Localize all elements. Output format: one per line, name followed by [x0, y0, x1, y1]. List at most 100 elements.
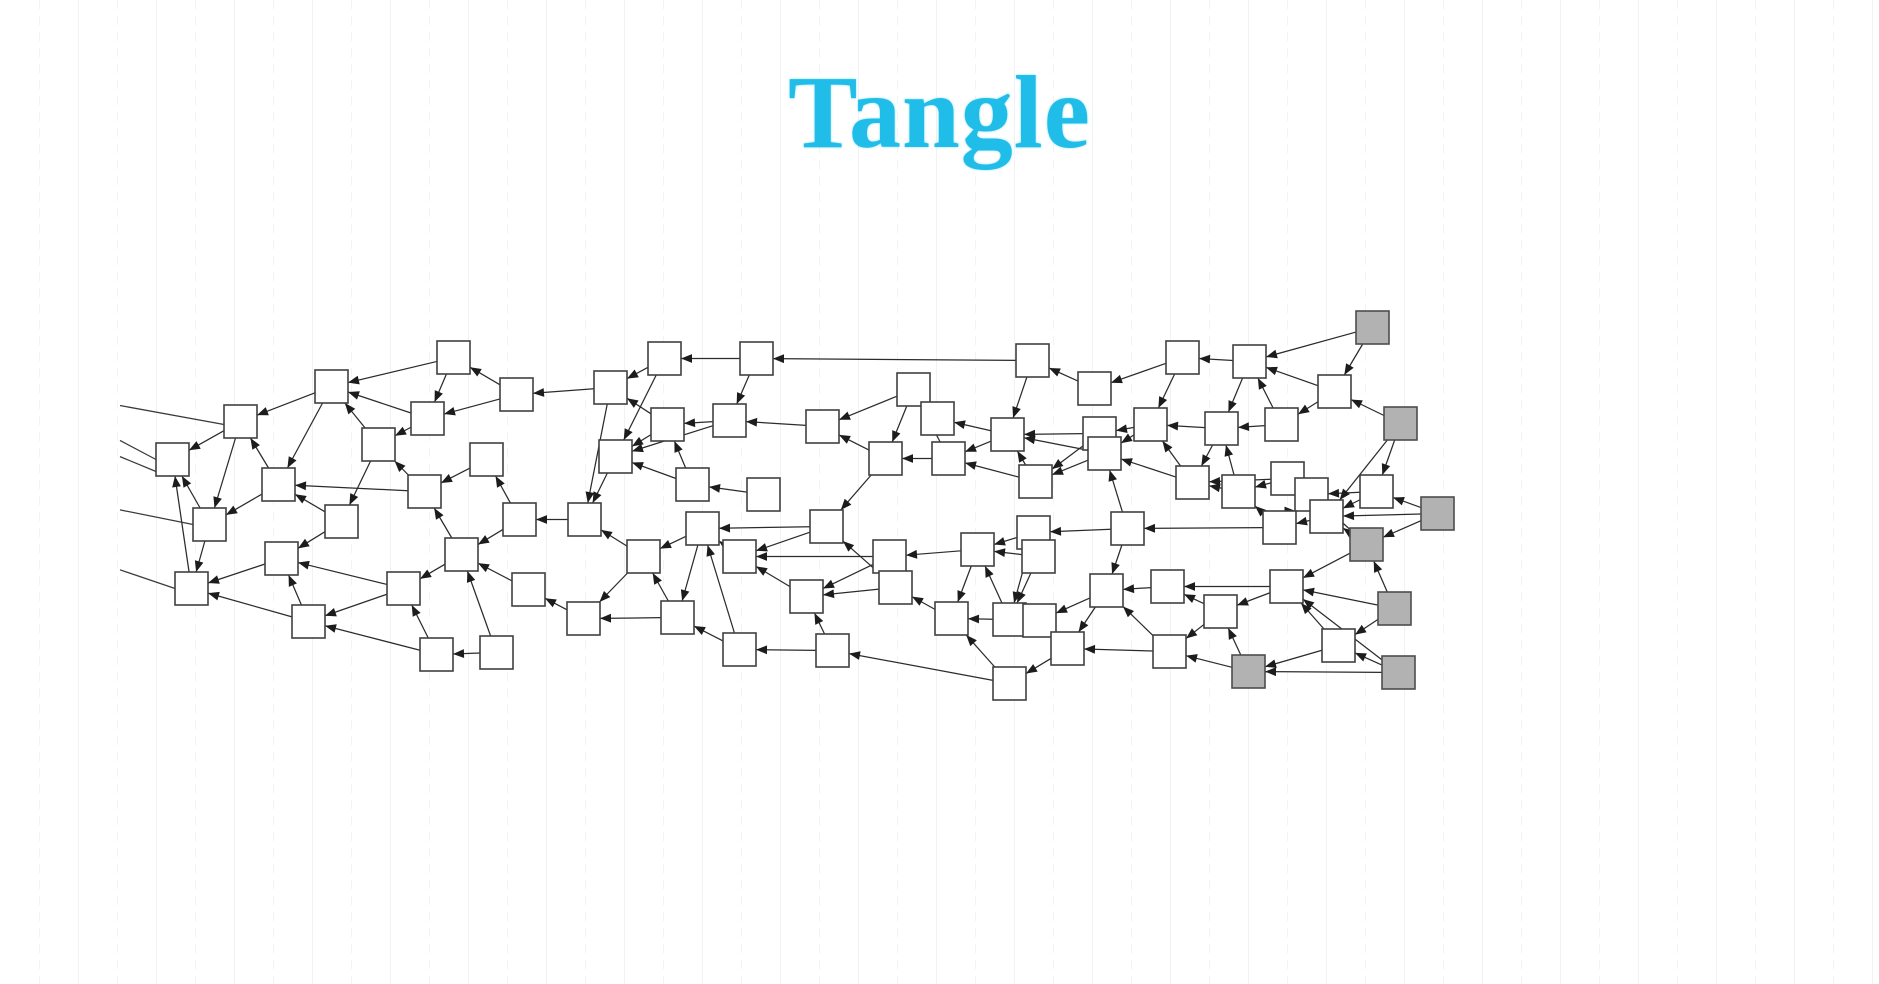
- edge-arrowhead: [627, 369, 639, 379]
- edge-arrowhead: [1383, 528, 1395, 538]
- edge-arrowhead: [1144, 523, 1156, 533]
- graph-edge: [213, 437, 237, 509]
- edge-arrowhead: [1255, 480, 1267, 489]
- graph-edge: [1264, 670, 1383, 674]
- graph-node-confirmed: [291, 604, 326, 639]
- edge-arrowhead: [968, 614, 980, 624]
- graph-edge: [1339, 439, 1388, 501]
- graph-edge: [718, 526, 811, 529]
- edge-arrowhead: [1344, 363, 1354, 375]
- graph-node-confirmed: [896, 372, 931, 407]
- graph-node-confirmed: [992, 666, 1027, 701]
- graph-node-tip: [1377, 591, 1412, 626]
- graph-node-tip: [1231, 654, 1266, 689]
- graph-node-confirmed: [1232, 344, 1267, 379]
- graph-input-stub: [119, 456, 157, 473]
- edge-arrowhead: [1257, 378, 1267, 390]
- edge-arrowhead: [600, 613, 612, 623]
- edge-arrowhead: [295, 494, 307, 504]
- edge-arrowhead: [288, 575, 297, 587]
- graph-node-confirmed: [410, 401, 445, 436]
- edge-arrowhead: [1052, 466, 1064, 475]
- edge-arrowhead: [1121, 433, 1133, 444]
- graph-node-tip: [1381, 655, 1416, 690]
- edge-arrowhead: [843, 541, 855, 552]
- edge-arrowhead: [1111, 562, 1120, 574]
- edge-arrowhead: [839, 411, 851, 420]
- edge-arrowhead: [1209, 483, 1221, 493]
- graph-edge: [286, 402, 324, 469]
- edge-arrowhead: [694, 626, 706, 635]
- edge-arrowhead: [1303, 568, 1315, 578]
- graph-node-confirmed: [722, 632, 757, 667]
- graph-node-confirmed: [660, 600, 695, 635]
- edge-arrowhead: [1050, 526, 1062, 536]
- edge-arrowhead: [1186, 654, 1198, 663]
- edge-arrowhead: [344, 403, 356, 415]
- graph-node-confirmed: [992, 602, 1027, 637]
- graph-node-confirmed: [567, 502, 602, 537]
- edge-arrowhead: [1056, 604, 1068, 614]
- edge-arrowhead: [1116, 424, 1128, 434]
- graph-node-confirmed: [1089, 573, 1124, 608]
- edge-arrowhead: [1381, 463, 1391, 475]
- edge-arrowhead: [325, 624, 337, 633]
- edge-arrowhead: [1266, 366, 1278, 376]
- graph-node-confirmed: [805, 409, 840, 444]
- graph-edge: [1265, 331, 1357, 358]
- graph-node-confirmed: [685, 511, 720, 546]
- graph-node-confirmed: [1359, 474, 1394, 509]
- edge-arrowhead: [1017, 451, 1027, 463]
- graph-edge: [623, 374, 657, 441]
- graph-node-confirmed: [1317, 374, 1352, 409]
- graph-node-tip: [1349, 527, 1384, 562]
- edge-arrowhead: [536, 515, 547, 524]
- edge-arrowhead: [1049, 367, 1061, 377]
- edge-arrowhead: [444, 406, 456, 416]
- graph-edge: [174, 475, 190, 573]
- graph-edge: [706, 544, 736, 634]
- edge-arrowhead: [1184, 594, 1196, 603]
- edge-arrowhead: [902, 454, 913, 463]
- edge-arrowhead: [226, 505, 238, 515]
- edge-arrowhead: [478, 535, 490, 545]
- graph-edge: [1143, 526, 1264, 530]
- graph-node-confirmed: [1087, 436, 1122, 471]
- graph-node-layer: [155, 310, 1455, 701]
- edge-arrowhead: [298, 538, 310, 549]
- graph-node-confirmed: [878, 570, 913, 605]
- graph-node-confirmed: [264, 541, 299, 576]
- edge-arrowhead: [1265, 667, 1277, 677]
- edge-arrowhead: [1186, 628, 1198, 639]
- edge-arrowhead: [1351, 399, 1363, 409]
- graph-node-confirmed: [712, 403, 747, 438]
- edge-arrowhead: [1078, 620, 1089, 632]
- graph-node-confirmed: [1077, 371, 1112, 406]
- graph-edge: [347, 391, 412, 414]
- graph-node-confirmed: [436, 340, 471, 375]
- edge-arrowhead: [1296, 516, 1308, 526]
- edge-arrowhead: [756, 552, 767, 561]
- edge-arrowhead: [773, 354, 785, 364]
- edge-arrowhead: [599, 591, 611, 602]
- edge-arrowhead: [1224, 445, 1234, 457]
- edge-arrowhead: [1298, 404, 1310, 415]
- graph-edge: [466, 570, 492, 637]
- graph-node-confirmed: [499, 377, 534, 412]
- edge-arrowhead: [434, 508, 444, 520]
- graph-input-stub-layer: [119, 404, 225, 590]
- graph-edge: [1302, 589, 1379, 606]
- edge-arrowhead: [623, 428, 633, 440]
- graph-node-confirmed: [675, 467, 710, 502]
- edge-arrowhead: [1373, 561, 1383, 573]
- edge-arrowhead: [420, 569, 432, 579]
- graph-node-confirmed: [593, 370, 628, 405]
- edge-arrowhead: [957, 590, 966, 602]
- edge-arrowhead: [1209, 476, 1221, 486]
- graph-node-confirmed: [990, 417, 1025, 452]
- graph-node-confirmed: [868, 441, 903, 476]
- edge-arrowhead: [295, 481, 307, 491]
- edge-arrowhead: [1017, 591, 1026, 603]
- graph-node-confirmed: [872, 539, 907, 574]
